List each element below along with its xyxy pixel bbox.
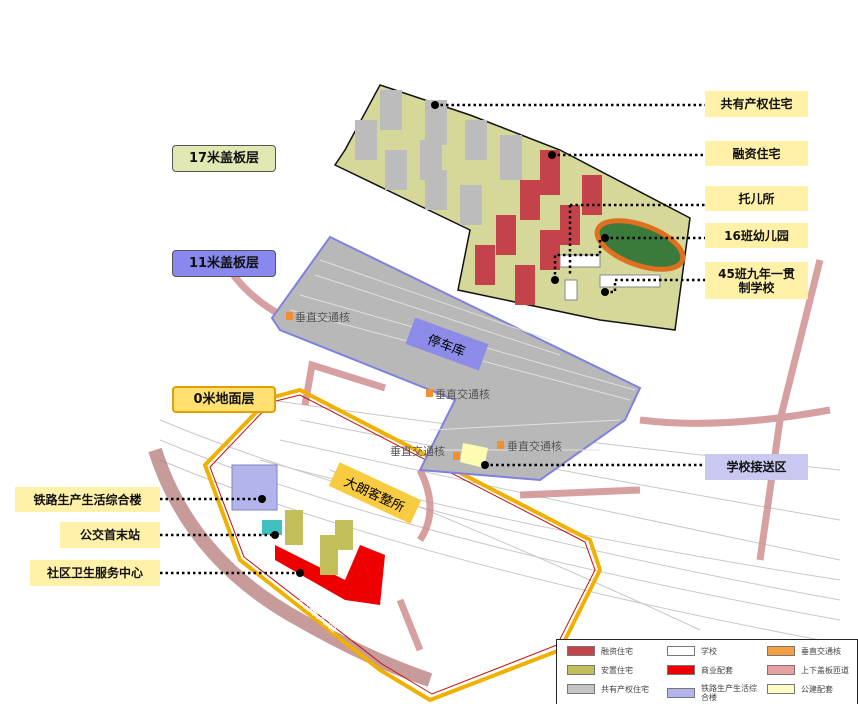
legend-label: 安置住宅 xyxy=(601,665,633,675)
legend: 融资住宅安置住宅共有产权住宅 学校商业配套铁路生产生活综合楼 垂直交通核上下盖板匝道… xyxy=(556,639,858,704)
legend-item: 上下盖板匝道 xyxy=(767,665,858,675)
shared-ownership-towers xyxy=(355,90,522,225)
legend-item: 学校 xyxy=(667,646,763,656)
legend-label: 学校 xyxy=(701,646,717,656)
legend-swatch xyxy=(567,684,595,694)
callout-school-dropoff: 学校接送区 xyxy=(705,454,808,480)
legend-label: 共有产权住宅 xyxy=(601,684,649,694)
callout-railway-complex: 铁路生产生活综合楼 xyxy=(15,487,160,512)
legend-label: 公建配套 xyxy=(801,684,833,694)
legend-item: 垂直交通核 xyxy=(767,646,858,656)
legend-item: 共有产权住宅 xyxy=(567,684,663,694)
leader-lines xyxy=(160,103,705,575)
legend-swatch xyxy=(567,646,595,656)
legend-swatch xyxy=(767,646,795,656)
legend-label: 铁路生产生活综合楼 xyxy=(701,684,757,702)
legend-swatch xyxy=(567,665,595,675)
layer-17m-label: 17米盖板层 xyxy=(172,145,276,172)
callout-nursery: 托儿所 xyxy=(705,186,808,211)
callout-bus-terminal: 公交首末站 xyxy=(60,522,160,548)
legend-item: 安置住宅 xyxy=(567,665,663,675)
callout-school: 45班九年一贯制学校 xyxy=(705,262,808,299)
legend-label: 垂直交通核 xyxy=(801,646,841,656)
resettlement-towers xyxy=(285,510,353,575)
callout-shared-ownership: 共有产权住宅 xyxy=(705,91,808,117)
core-label-3: 垂直交通核 xyxy=(390,444,445,458)
legend-item: 融资住宅 xyxy=(567,646,663,656)
core-label-2: 垂直交通核 xyxy=(435,387,490,401)
callout-kindergarten: 16班幼儿园 xyxy=(705,223,808,248)
legend-item: 商业配套 xyxy=(667,665,763,675)
layer-11m-label: 11米盖板层 xyxy=(172,250,276,277)
leader-dots xyxy=(258,101,609,577)
yard-label-bg xyxy=(328,462,422,524)
legend-label: 上下盖板匝道 xyxy=(801,665,849,675)
callout-financed-housing: 融资住宅 xyxy=(705,141,808,166)
legend-label: 商业配套 xyxy=(701,665,733,675)
parking-label-bg xyxy=(405,317,489,371)
bus-terminal xyxy=(262,520,282,535)
layer-0m-label: 0米地面层 xyxy=(172,386,276,413)
callout-health-center: 社区卫生服务中心 xyxy=(30,560,160,586)
legend-swatch xyxy=(767,684,795,694)
ground-level-area xyxy=(202,387,603,703)
legend-item: 铁路生产生活综合楼 xyxy=(667,684,763,702)
legend-item: 公建配套 xyxy=(767,684,858,694)
running-track xyxy=(594,218,686,272)
ground-level-inner-line xyxy=(209,394,596,695)
legend-label: 融资住宅 xyxy=(601,646,633,656)
core-label-4: 垂直交通核 xyxy=(507,439,562,453)
railway-complex-building xyxy=(231,464,278,511)
legend-swatch xyxy=(767,665,795,675)
legend-swatch xyxy=(667,646,695,656)
vertical-core-markers xyxy=(286,312,504,460)
school-dropoff-area xyxy=(460,443,488,468)
road-shijing xyxy=(148,447,433,687)
core-label-1: 垂直交通核 xyxy=(295,310,350,324)
legend-swatch xyxy=(667,665,695,675)
legend-swatch xyxy=(667,688,695,698)
